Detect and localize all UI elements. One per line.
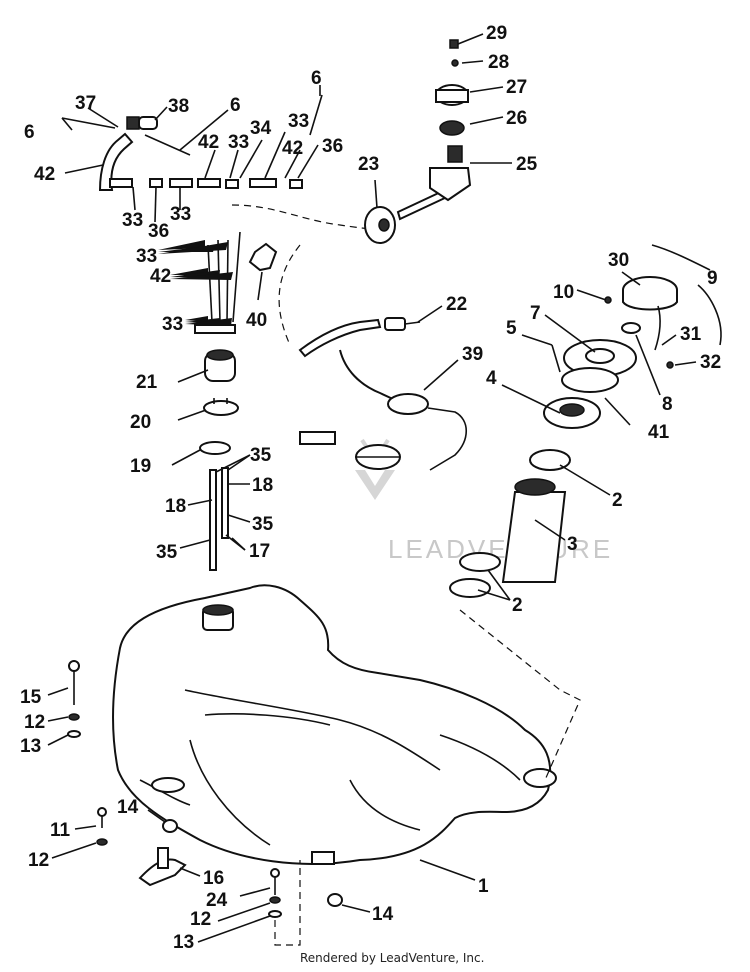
callout-10: 10 [553, 282, 574, 303]
callout-labels: 1 2 2 3 4 5 6 6 6 7 8 9 10 11 12 12 12 1… [20, 23, 721, 953]
callout-23: 23 [358, 154, 379, 175]
callout-35-middle: 35 [252, 514, 274, 535]
fuel-tank [111, 584, 557, 865]
callout-15: 15 [20, 687, 42, 708]
callout-12-middle: 12 [28, 850, 49, 871]
callout-21: 21 [136, 372, 158, 393]
callout-7: 7 [530, 303, 541, 324]
callout-41: 41 [648, 422, 670, 443]
callout-42-right: 42 [282, 138, 303, 159]
callout-5: 5 [506, 318, 517, 339]
callout-1: 1 [478, 876, 489, 897]
callout-38: 38 [168, 96, 189, 117]
callout-27: 27 [506, 77, 527, 98]
callout-6-left: 6 [24, 122, 35, 143]
callout-42-left: 42 [34, 164, 55, 185]
callout-34: 34 [250, 118, 272, 139]
callout-3: 3 [567, 534, 578, 555]
callout-6-middle: 6 [230, 95, 241, 116]
callout-16: 16 [203, 868, 224, 889]
callout-2-upper: 2 [612, 490, 623, 511]
callout-18-left: 18 [165, 496, 186, 517]
callout-33-d: 33 [288, 111, 309, 132]
callout-9: 9 [707, 268, 718, 289]
callout-2-lower: 2 [512, 595, 523, 616]
callout-42-bundle: 42 [150, 266, 171, 287]
callout-4: 4 [486, 368, 497, 389]
callout-28: 28 [488, 52, 509, 73]
filler-assembly [449, 276, 678, 781]
footer-credit: Rendered by LeadVenture, Inc. [300, 951, 485, 965]
callout-12-top: 12 [24, 712, 45, 733]
callout-22: 22 [446, 294, 467, 315]
callout-40: 40 [246, 310, 267, 331]
callout-33-c: 33 [228, 132, 249, 153]
callout-35-bottom: 35 [156, 542, 178, 563]
callout-12-bottom: 12 [190, 909, 211, 930]
leader-lines [47, 33, 722, 943]
callout-39: 39 [462, 344, 483, 365]
callout-36-right: 36 [322, 136, 343, 157]
callout-6-right: 6 [311, 68, 322, 89]
callout-24: 24 [206, 890, 228, 911]
callout-26: 26 [506, 108, 527, 129]
callout-8: 8 [662, 394, 673, 415]
callout-17: 17 [249, 541, 270, 562]
callout-36-left: 36 [148, 221, 169, 242]
callout-30: 30 [608, 250, 629, 271]
callout-37: 37 [75, 93, 96, 114]
callout-33-a: 33 [122, 210, 143, 231]
callout-20: 20 [130, 412, 151, 433]
callout-25: 25 [516, 154, 538, 175]
watermark-text: LEADVENTURE [388, 534, 613, 564]
callout-33-f: 33 [162, 314, 183, 335]
fuel-system-components [298, 39, 472, 471]
callout-32: 32 [700, 352, 721, 373]
callout-13-bottom: 13 [173, 932, 194, 953]
callout-13-top: 13 [20, 736, 41, 757]
callout-29: 29 [486, 23, 507, 44]
callout-33-b: 33 [170, 204, 191, 225]
callout-35-top: 35 [250, 445, 272, 466]
callout-18-right: 18 [252, 475, 273, 496]
callout-14-left: 14 [117, 797, 139, 818]
callout-33-e: 33 [136, 246, 157, 267]
callout-14-right: 14 [372, 904, 394, 925]
callout-31: 31 [680, 324, 702, 345]
callout-42-middle: 42 [198, 132, 219, 153]
mounting-hardware [67, 660, 343, 946]
callout-11: 11 [50, 820, 71, 841]
callout-19: 19 [130, 456, 151, 477]
